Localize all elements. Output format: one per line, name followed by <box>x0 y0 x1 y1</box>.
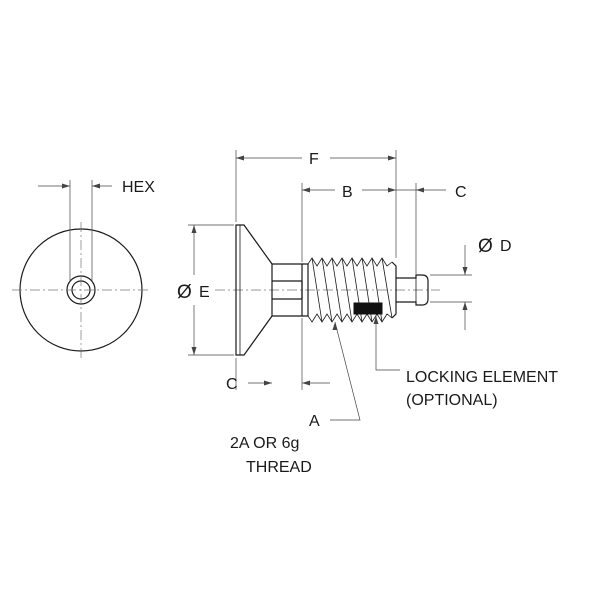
thread-crests-bottom <box>307 313 393 323</box>
c-top-label: C <box>455 184 467 201</box>
locking-leader-arrow <box>373 316 379 324</box>
slot <box>272 280 303 300</box>
plunger-pin <box>396 274 429 306</box>
locking-leader <box>375 316 400 371</box>
e-arrow-bottom <box>191 347 197 355</box>
thread-label: THREAD <box>246 459 312 476</box>
e-label: E <box>199 284 210 301</box>
threaded-body-outline <box>302 263 309 317</box>
b-label: B <box>342 184 353 201</box>
locking-element <box>353 302 383 315</box>
b-arrow-left <box>302 187 310 193</box>
d-arrow-top <box>462 267 468 275</box>
thread-end <box>391 261 397 319</box>
c-top-arrow <box>416 187 424 193</box>
a-label: A <box>309 413 320 430</box>
notes: LOCKING ELEMENT (OPTIONAL) 2A OR 6g THRE… <box>230 369 558 476</box>
f-label: F <box>309 151 319 168</box>
c-bottom-label: C <box>226 376 238 393</box>
f-arrow-right <box>388 155 396 161</box>
thread-class-label: 2A OR 6g <box>230 435 299 452</box>
a-leader <box>330 321 361 421</box>
hex-arrow-left <box>62 183 70 189</box>
hex-arrow-right <box>92 183 100 189</box>
b-arrow-right <box>388 187 396 193</box>
e-arrow-top <box>191 225 197 233</box>
c-bottom-arrow-right <box>302 380 310 386</box>
locking-element-label: LOCKING ELEMENT <box>406 369 558 386</box>
side-view <box>215 224 440 356</box>
f-arrow-left <box>236 155 244 161</box>
d-diameter-symbol: Ø <box>478 236 493 257</box>
locking-element-optional-label: (OPTIONAL) <box>406 392 498 409</box>
end-view: HEX <box>12 179 155 358</box>
a-leader-arrow <box>332 322 338 330</box>
dimensions: F B C Ø D Ø E <box>177 150 512 430</box>
c-bottom-arrow-left <box>264 380 272 386</box>
hex-label: HEX <box>122 179 155 196</box>
e-diameter-symbol: Ø <box>177 282 192 303</box>
d-label: D <box>500 238 512 255</box>
thread-crests-top <box>307 257 393 267</box>
d-arrow-bottom <box>462 302 468 310</box>
